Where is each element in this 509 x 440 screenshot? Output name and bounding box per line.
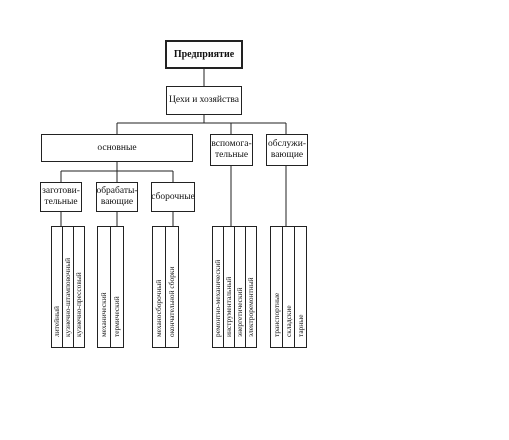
leaf-label: энергетический bbox=[235, 287, 245, 337]
sub-prep-node: заготови- тельные bbox=[40, 182, 82, 212]
leaf-label: кузнечно-штамповочный bbox=[63, 257, 73, 337]
leaf-label: литейный bbox=[52, 305, 62, 337]
leaf-label: транспортные bbox=[271, 292, 281, 337]
leaf-cell: окончательной сборки bbox=[165, 226, 179, 348]
leaf-cell: электроремонтный bbox=[245, 226, 257, 348]
group-main-node: основные bbox=[41, 134, 193, 162]
leaf-cell: механосборочный bbox=[152, 226, 166, 348]
group-aux-node: вспомога- тельные bbox=[210, 134, 253, 166]
leaf-label: окончательной сборки bbox=[167, 266, 177, 337]
leaf-label: механосборочный bbox=[154, 279, 164, 337]
leaf-cell: кузнечно-прессовый bbox=[73, 226, 85, 348]
sub-proc-node: обрабаты- вающие bbox=[96, 182, 138, 212]
leaf-label: ремонтно-механический bbox=[213, 259, 223, 337]
leaf-label: складские bbox=[283, 304, 293, 337]
leaf-cell: механический bbox=[97, 226, 111, 348]
sub-asm-node: сборочные bbox=[151, 182, 195, 212]
leaf-label: электроремонтный bbox=[246, 276, 256, 337]
leaf-cell: термический bbox=[110, 226, 124, 348]
leaf-cell: тарные bbox=[294, 226, 307, 348]
group-serv-node: обслужи- вающие bbox=[266, 134, 308, 166]
leaf-label: термический bbox=[112, 295, 122, 337]
leaf-label: тарные bbox=[295, 314, 305, 337]
leaf-label: инструментальный bbox=[224, 276, 234, 337]
root-node: Предприятие bbox=[165, 40, 243, 69]
leaf-label: кузнечно-прессовый bbox=[74, 271, 84, 337]
level1-node: Цехи и хозяйства bbox=[166, 86, 242, 115]
leaf-label: механический bbox=[99, 291, 109, 337]
